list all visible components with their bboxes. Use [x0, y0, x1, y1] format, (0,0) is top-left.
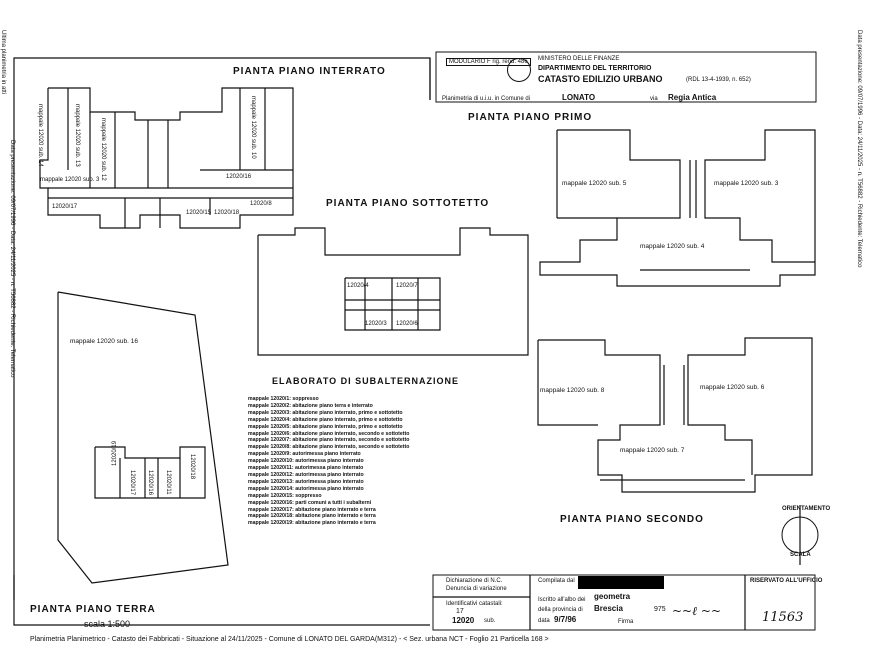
unit-int-sub14: mappale 12020 sub. 14	[37, 104, 43, 167]
riservato-label: RISERVATO ALL'UFFICIO	[750, 578, 823, 584]
side-note-left-2: Data presentazione: 09/07/1996 - Data: 2…	[9, 140, 15, 378]
unit-sub16: mappale 12020 sub. 16	[70, 338, 138, 345]
unit-sub8: mappale 12020 sub. 8	[540, 387, 605, 394]
compilata-label: Compilata dal	[538, 578, 575, 584]
side-note-right: Data presentazione: 09/07/1996 - Data: 2…	[856, 30, 862, 268]
unit-int-sub13: mappale 12020 sub. 13	[74, 104, 80, 167]
legend-line: mappale 12020/7: abitazione piano interr…	[248, 437, 410, 444]
orientamento-label: ORIENTAMENTO	[782, 506, 831, 512]
title-primo: PIANTA PIANO PRIMO	[468, 112, 593, 123]
unit-int-c: 12020/8	[250, 201, 272, 207]
unit-sub7: mappale 12020 sub. 7	[620, 447, 685, 454]
unit-sub4: mappale 12020 sub. 4	[640, 243, 705, 250]
title-terra: PIANTA PIANO TERRA	[30, 604, 156, 615]
data-prefix: data	[538, 618, 550, 624]
unit-sub3: mappale 12020 sub. 3	[714, 180, 779, 187]
data-value: 9/7/96	[554, 615, 577, 624]
title-secondo: PIANTA PIANO SECONDO	[560, 514, 704, 525]
unit-ter-16: 12020/16	[147, 470, 153, 496]
unit-int-e: 12020/18	[214, 210, 240, 216]
title-interrato: PIANTA PIANO INTERRATO	[233, 66, 386, 77]
side-note-left: Ultima planimetria in atti	[0, 30, 6, 95]
unit-sub5: mappale 12020 sub. 5	[562, 180, 627, 187]
comune-name: LONATO	[562, 93, 596, 102]
unit-ter-11: 12020/11	[165, 470, 171, 495]
provincia-value: Brescia	[594, 604, 623, 613]
via-prefix: via	[650, 96, 658, 102]
legend-line: mappale 12020/2: abitazione piano terra …	[248, 402, 373, 409]
unit-int-b: 12020/17	[52, 204, 78, 210]
title-sottotetto: PIANTA PIANO SOTTOTETTO	[326, 198, 490, 209]
unit-ter-17: 12020/17	[129, 470, 135, 496]
legend-line: mappale 12020/1: soppresso	[248, 396, 319, 402]
legend-line: mappale 12020/11: autorimessa piano inte…	[248, 465, 364, 472]
planimetria-prefix: Planimetria di u.i.u. in Comune di	[442, 96, 531, 102]
unit-int-sub10: mappale 12020 sub. 10	[250, 96, 256, 159]
geometra-value: geometra	[594, 592, 631, 601]
subalternazione-legend: mappale 12020/1: soppresso mappale 12020…	[248, 396, 409, 527]
legend-line: mappale 12020/6: abitazione piano interr…	[248, 430, 410, 437]
via-name: Regia Antica	[668, 93, 717, 102]
legend-line: mappale 12020/9: autorimessa piano inter…	[248, 451, 361, 458]
mappale-value: 12020	[452, 616, 475, 625]
unit-sub6: mappale 12020 sub. 6	[700, 384, 765, 391]
legend-line: mappale 12020/8: abitazione piano interr…	[248, 444, 410, 451]
unit-sot-7: 12020/7	[396, 283, 418, 289]
modulario-stamp: MODULARIO F rig. rend. 486	[446, 58, 531, 66]
legend-line: mappale 12020/13: autorimessa piano inte…	[248, 478, 364, 485]
signature: ~~ℓ ~~	[672, 604, 722, 618]
title-elaborato: ELABORATO DI SUBALTERNAZIONE	[272, 376, 459, 386]
foglio-value: 17	[456, 608, 464, 615]
unit-sot-6: 12020/6	[396, 321, 418, 327]
department: DIPARTIMENTO DEL TERRITORIO	[538, 65, 652, 72]
catasto-title: CATASTO EDILIZIO URBANO	[538, 74, 663, 84]
legend-line: mappale 12020/4: abitazione piano interr…	[248, 416, 403, 423]
albo-number: 975	[654, 606, 666, 613]
legend-line: mappale 12020/17: abitazione piano inter…	[248, 506, 376, 513]
ministry: MINISTERO DELLE FINANZE	[538, 56, 620, 62]
firma-label: Firma	[618, 619, 634, 625]
legend-line: mappale 12020/12: autorimessa piano inte…	[248, 471, 364, 478]
provincia-prefix: della provincia di	[538, 607, 583, 613]
unit-sot-3: 12020/3	[365, 321, 387, 327]
sub-label: sub.	[484, 618, 496, 624]
legend-line: mappale 12020/15: soppresso	[248, 492, 322, 499]
legend-line: mappale 12020/10: autorimessa piano inte…	[248, 458, 364, 465]
scale-label: scala 1:500	[84, 619, 131, 629]
unit-int-sub12: mappale 12020 sub. 12	[100, 118, 106, 181]
dichiarazione-label: Dichiarazione di N.C.	[446, 578, 503, 584]
redaction-box	[578, 576, 664, 589]
unit-sot-4: 12020/4	[347, 283, 369, 289]
identificativi-label: Identificativi catastali:	[446, 601, 503, 607]
handwritten-number: 11563	[762, 610, 804, 625]
legend-line: mappale 12020/16: parti comuni a tutti i…	[248, 499, 372, 506]
legend-line: mappale 12020/19: abitazione piano inter…	[248, 520, 376, 527]
unit-int-a: 12020/16	[226, 174, 252, 180]
emblem-icon	[507, 58, 531, 82]
unit-int-d: 12020/15	[186, 210, 212, 216]
albo-label: Iscritto all'albo dei	[538, 597, 586, 603]
bottom-note: Planimetria Planimetrico - Catasto dei F…	[30, 636, 549, 643]
legend-line: mappale 12020/14: autorimessa piano inte…	[248, 485, 364, 492]
legend-line: mappale 12020/18: abitazione piano inter…	[248, 513, 376, 520]
law-reference: (RDL 13-4-1939, n. 652)	[686, 77, 751, 83]
scala-label: SCALA	[790, 552, 811, 558]
denuncia-label: Denuncia di variazione	[446, 586, 507, 592]
unit-ter-19: 12020/19	[112, 440, 118, 466]
legend-line: mappale 12020/3: abitazione piano interr…	[248, 409, 403, 416]
unit-int-sub3: mappale 12020 sub. 3	[40, 177, 100, 183]
unit-ter-18: 12020/18	[189, 454, 195, 480]
legend-line: mappale 12020/5: abitazione piano interr…	[248, 423, 403, 430]
